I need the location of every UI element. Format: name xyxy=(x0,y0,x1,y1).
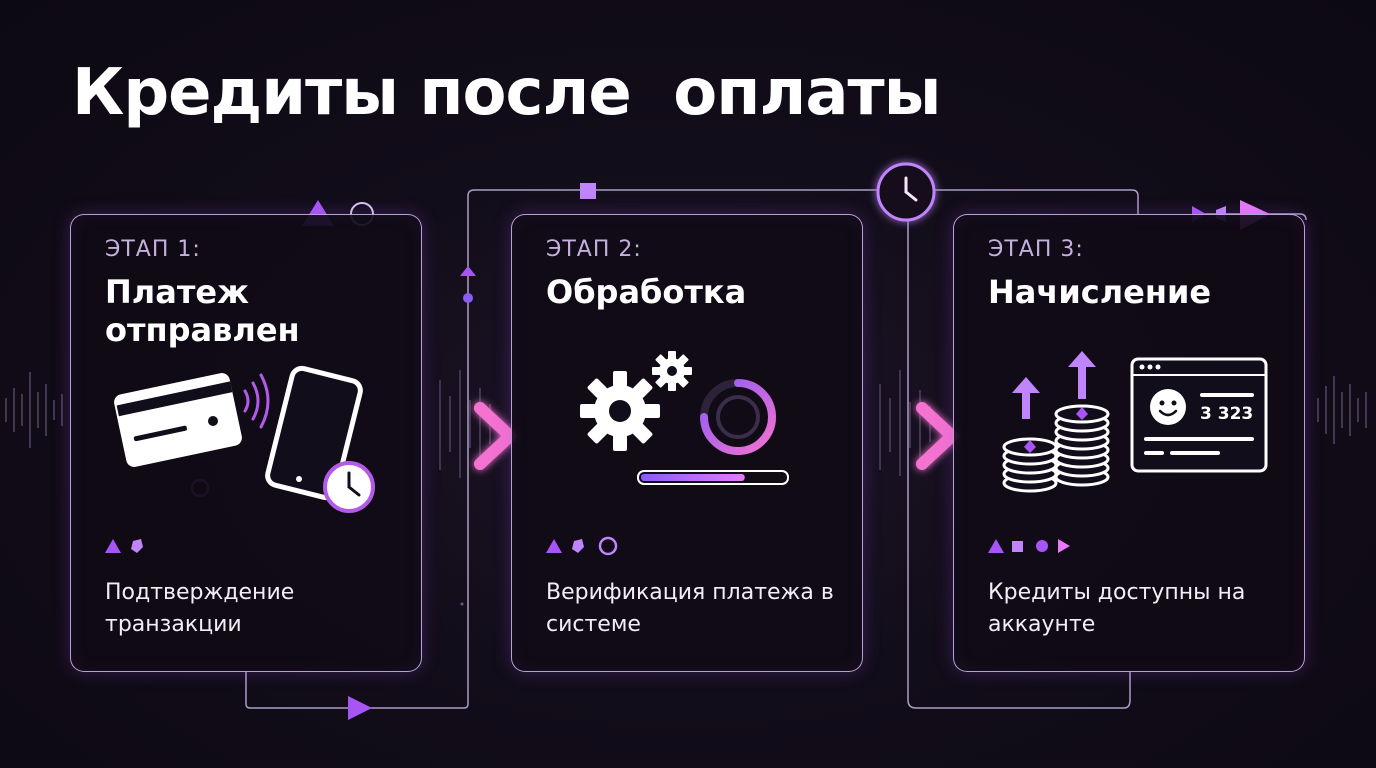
credit-card-icon xyxy=(114,373,242,467)
diagram-title: Кредиты после оплаты xyxy=(72,56,941,130)
coins-account-icon: 3 323 xyxy=(988,351,1268,553)
account-window-icon: 3 323 xyxy=(1130,357,1268,473)
shape-indicators xyxy=(988,539,1070,553)
credit-balance: 3 323 xyxy=(1200,404,1253,424)
stage-label: ЭТАП 1: xyxy=(105,237,201,262)
stage-description: Верификация платежа в системе xyxy=(546,580,834,637)
stage-card-3: ЭТАП 3: Начисление xyxy=(953,214,1305,672)
stage-description: Кредиты доступны на аккаунте xyxy=(988,580,1246,637)
arrow-stage2-to-stage3 xyxy=(844,402,958,470)
shape-indicators xyxy=(546,536,618,556)
coin-stack-large-icon xyxy=(1054,404,1110,487)
nfc-waves-icon xyxy=(243,373,270,429)
stage-label: ЭТАП 2: xyxy=(546,237,642,262)
card-phone-payment-icon xyxy=(105,365,375,553)
shape-indicators xyxy=(105,539,143,553)
small-gear-icon xyxy=(652,351,692,391)
connector-lines xyxy=(245,189,1307,709)
stage-title: Обработка xyxy=(546,273,747,311)
coin-diamond-icon xyxy=(1024,440,1036,453)
coin-stack-small-icon xyxy=(1002,437,1058,493)
stage-title: Платеж отправлен xyxy=(105,273,300,349)
stage-card-1: ЭТАП 1: Платеж отправлен xyxy=(70,214,422,672)
waveform-right xyxy=(1317,376,1367,444)
progress-fill xyxy=(641,474,745,481)
progress-bar xyxy=(637,470,789,485)
gears-processing-icon xyxy=(546,351,789,556)
stage-title: Начисление xyxy=(988,273,1212,311)
loading-ring-icon xyxy=(700,379,776,455)
clock-icon xyxy=(876,162,936,222)
coin-diamond-icon xyxy=(1076,407,1088,420)
timer-badge-icon xyxy=(323,461,375,513)
stage-description: Подтверждение транзакции xyxy=(105,580,295,637)
stage-card-2: ЭТАП 2: Обработка xyxy=(511,214,863,672)
large-gear-icon xyxy=(580,371,660,451)
arrow-stage1-to-stage2 xyxy=(404,402,516,470)
up-arrow-icon xyxy=(1012,351,1096,419)
waveform-left xyxy=(5,372,63,448)
smiley-avatar-icon xyxy=(1150,389,1186,425)
stage-label: ЭТАП 3: xyxy=(988,237,1084,262)
